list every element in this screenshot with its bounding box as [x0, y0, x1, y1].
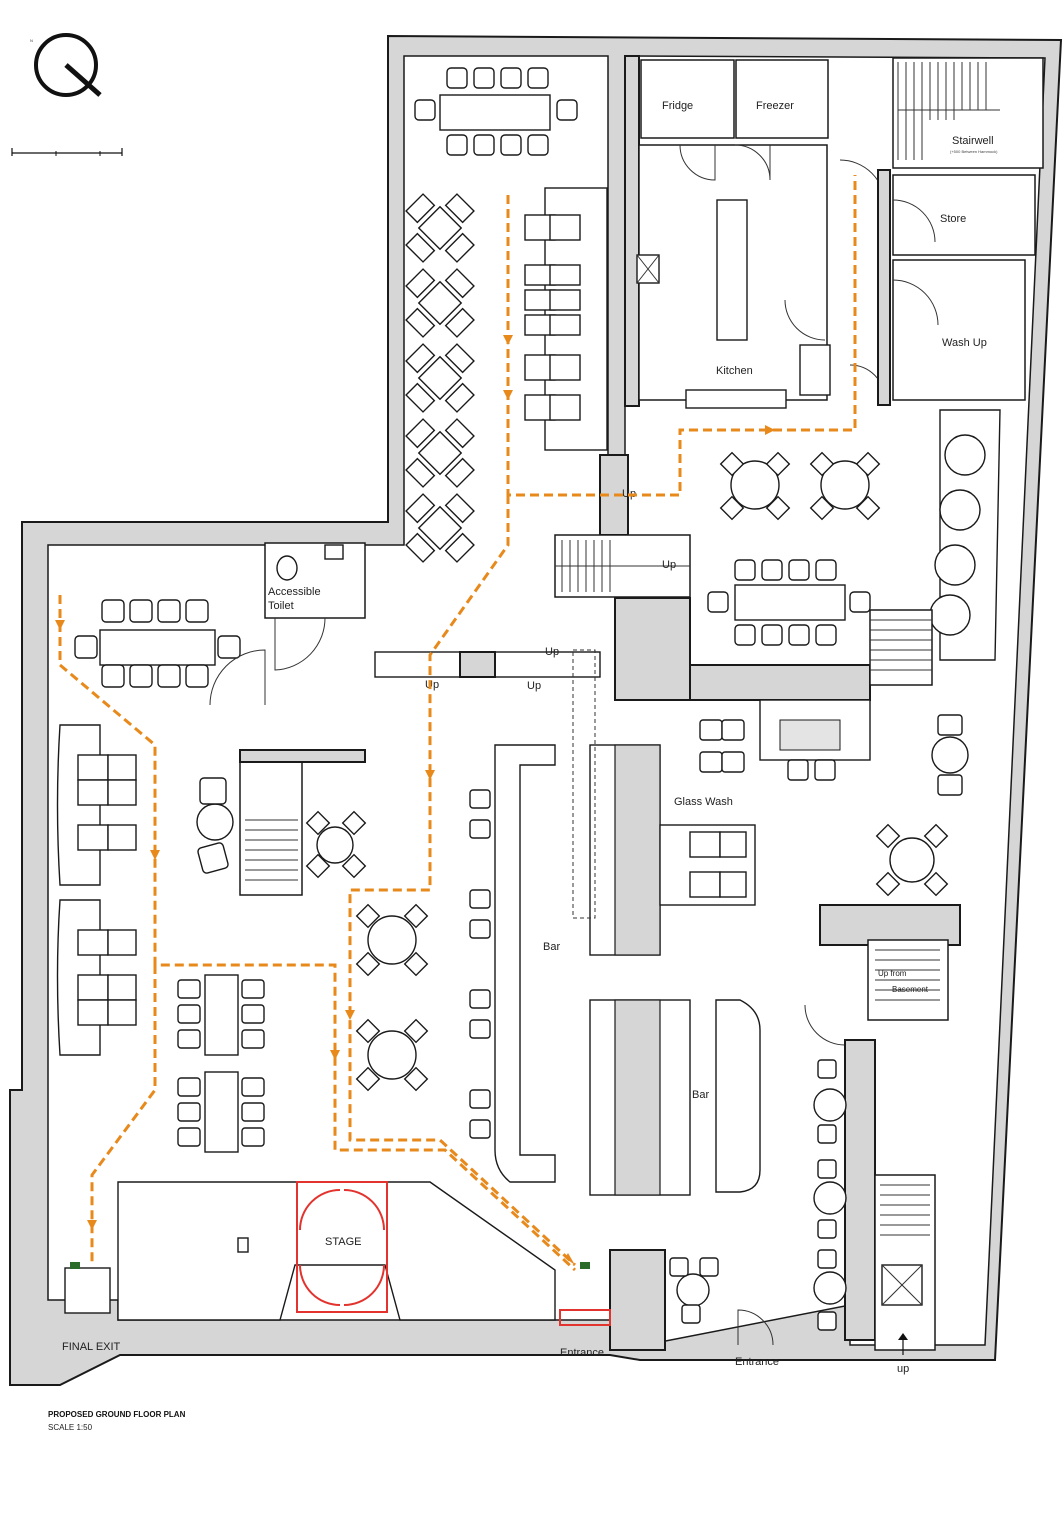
store-label: Store [940, 213, 966, 225]
store-door [892, 199, 936, 243]
central-long-tables [177, 974, 265, 1153]
wash-up-door [892, 279, 939, 326]
freezer-label: Freezer [756, 100, 794, 112]
stairwell-label: Stairwell [952, 135, 994, 147]
glass-wash-units [689, 831, 747, 898]
north-arrow-icon: N [30, 33, 102, 97]
right-stair [869, 609, 933, 686]
dining-table-large [414, 67, 578, 156]
entrance-left-label: Entrance [560, 1347, 604, 1359]
long-table-right [707, 559, 871, 646]
kitchen-label: Kitchen [716, 365, 753, 377]
central-stair-treads [555, 540, 690, 592]
up-label-stair: Up [662, 559, 676, 571]
right-stair-treads [870, 619, 932, 671]
stage-fire-doors [296, 1181, 388, 1313]
lift-shaft [874, 1174, 936, 1351]
left-lobby-stair-treads [245, 819, 298, 881]
final-exit-label: FINAL EXIT [62, 1341, 121, 1353]
banquette-booths [524, 187, 608, 451]
svg-text:N: N [30, 38, 33, 43]
secondary-bar-label: Bar [692, 1089, 709, 1101]
up-from-basement-label-2: Basement [892, 985, 929, 994]
fridge-door [679, 144, 716, 181]
kitchen-unit [799, 344, 831, 396]
stage-column [237, 1237, 249, 1253]
left-lobby-stair [239, 759, 303, 896]
basin-fixture [324, 544, 344, 560]
stairwell-room [892, 57, 1044, 169]
service-counter-fill [779, 719, 841, 751]
freezer-door [734, 144, 771, 181]
entrance-seating [669, 1257, 719, 1324]
kitchen-door [784, 299, 826, 341]
entrance-pier [609, 1249, 666, 1351]
final-exit-door [64, 1267, 111, 1314]
up-label-threshold-3: Up [545, 646, 559, 658]
long-table-left [74, 599, 241, 688]
kitchen-corridor-wall [877, 169, 891, 406]
up-from-basement-label-1: Up from [878, 969, 907, 978]
round-tables-right [719, 451, 881, 521]
wash-up-room [892, 259, 1026, 401]
secondary-bar-fill [614, 999, 661, 1196]
entrance-door-left-red [559, 1309, 611, 1326]
basement-stair-treads [875, 949, 940, 1001]
toilet-door [274, 617, 326, 671]
accessible-toilet-room [264, 542, 366, 619]
scale-bar-icon [11, 148, 123, 156]
wash-up-label: Wash Up [942, 337, 987, 349]
up-label-threshold-1: Up [425, 679, 439, 691]
lift-stair-treads [880, 1184, 930, 1236]
fridge-room [640, 59, 735, 139]
kitchen-counter [685, 389, 787, 409]
escape-routes [55, 175, 857, 1272]
toilet-fixture [276, 555, 298, 581]
bar-stools-main [469, 789, 491, 1139]
entrance-right-label: Entrance [735, 1356, 779, 1368]
up-arrow-icon [898, 1333, 908, 1355]
stool-column-east [813, 1059, 847, 1331]
stairwell-note: (+500 Between Hammock) [950, 149, 998, 154]
entrance-left-sign [580, 1262, 590, 1269]
basement-door [804, 1004, 846, 1046]
diamond-table-column [405, 193, 475, 563]
lobby-door-left [209, 649, 266, 706]
stage-label: STAGE [325, 1236, 361, 1248]
main-bar-counter [494, 744, 556, 1183]
left-lobby-wall [239, 749, 366, 763]
final-exit-sign [70, 1262, 80, 1269]
basement-stair-enclosure [819, 904, 961, 946]
fridge-label: Fridge [662, 100, 693, 112]
back-bar-shelving-fill [614, 744, 661, 956]
central-pier-right [689, 664, 871, 701]
plan-scale: SCALE 1:50 [48, 1423, 93, 1432]
threshold-pier [459, 651, 496, 678]
dashed-partition [572, 649, 596, 919]
stair-partition [844, 1039, 876, 1341]
up-label-lift: up [897, 1363, 909, 1375]
lobby-seating [196, 777, 367, 879]
store-room [892, 174, 1036, 256]
up-label-threshold-2: Up [527, 680, 541, 692]
stairwell-treads [897, 62, 1000, 160]
drinks-shelf [715, 999, 761, 1193]
plan-title: PROPOSED GROUND FLOOR PLAN [48, 1410, 186, 1419]
curved-banquette-right [929, 409, 1001, 661]
kitchen-island [716, 199, 748, 341]
central-pier [614, 597, 691, 701]
stage-platform [117, 1181, 556, 1321]
kitchen-wall [624, 55, 640, 407]
entrance-door-right [737, 1309, 774, 1346]
booths-left [56, 724, 137, 1056]
round-tables-centre [355, 903, 429, 1092]
service-stools [699, 719, 836, 781]
round-tables-east [875, 714, 969, 897]
accessible-toilet-label-1: Accessible [268, 586, 321, 598]
main-bar-label: Bar [543, 941, 560, 953]
accessible-toilet-label-2: Toilet [268, 600, 294, 612]
glass-wash-label: Glass Wash [674, 796, 733, 808]
freezer-room [735, 59, 829, 139]
